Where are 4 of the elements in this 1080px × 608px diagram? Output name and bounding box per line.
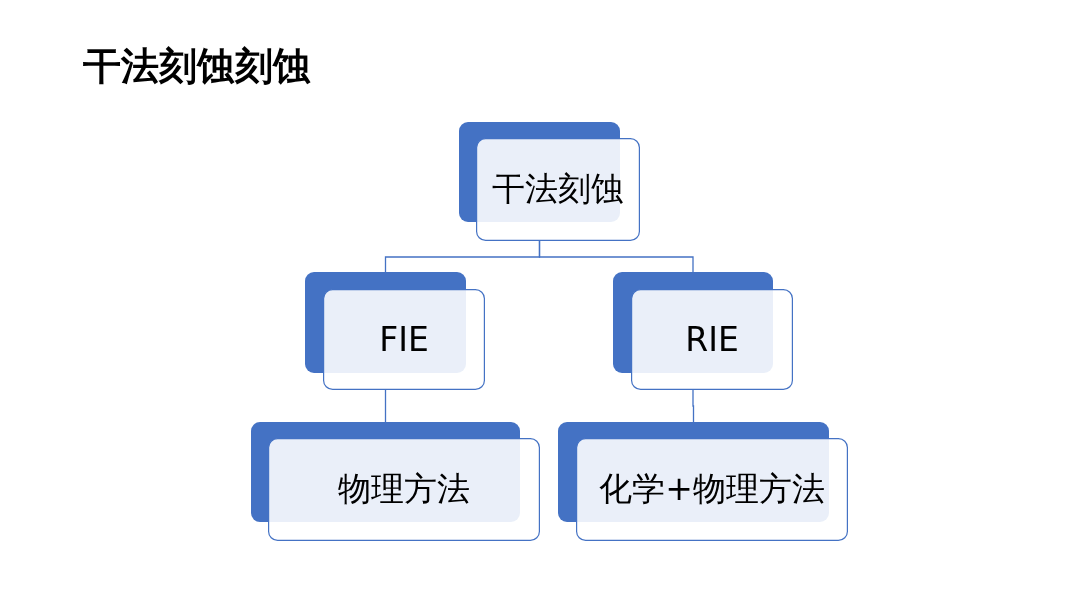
connector-line	[384, 389, 387, 423]
title: 干法刻蚀刻蚀	[83, 44, 311, 90]
connector-line	[692, 389, 695, 423]
connector-line	[538, 240, 694, 273]
